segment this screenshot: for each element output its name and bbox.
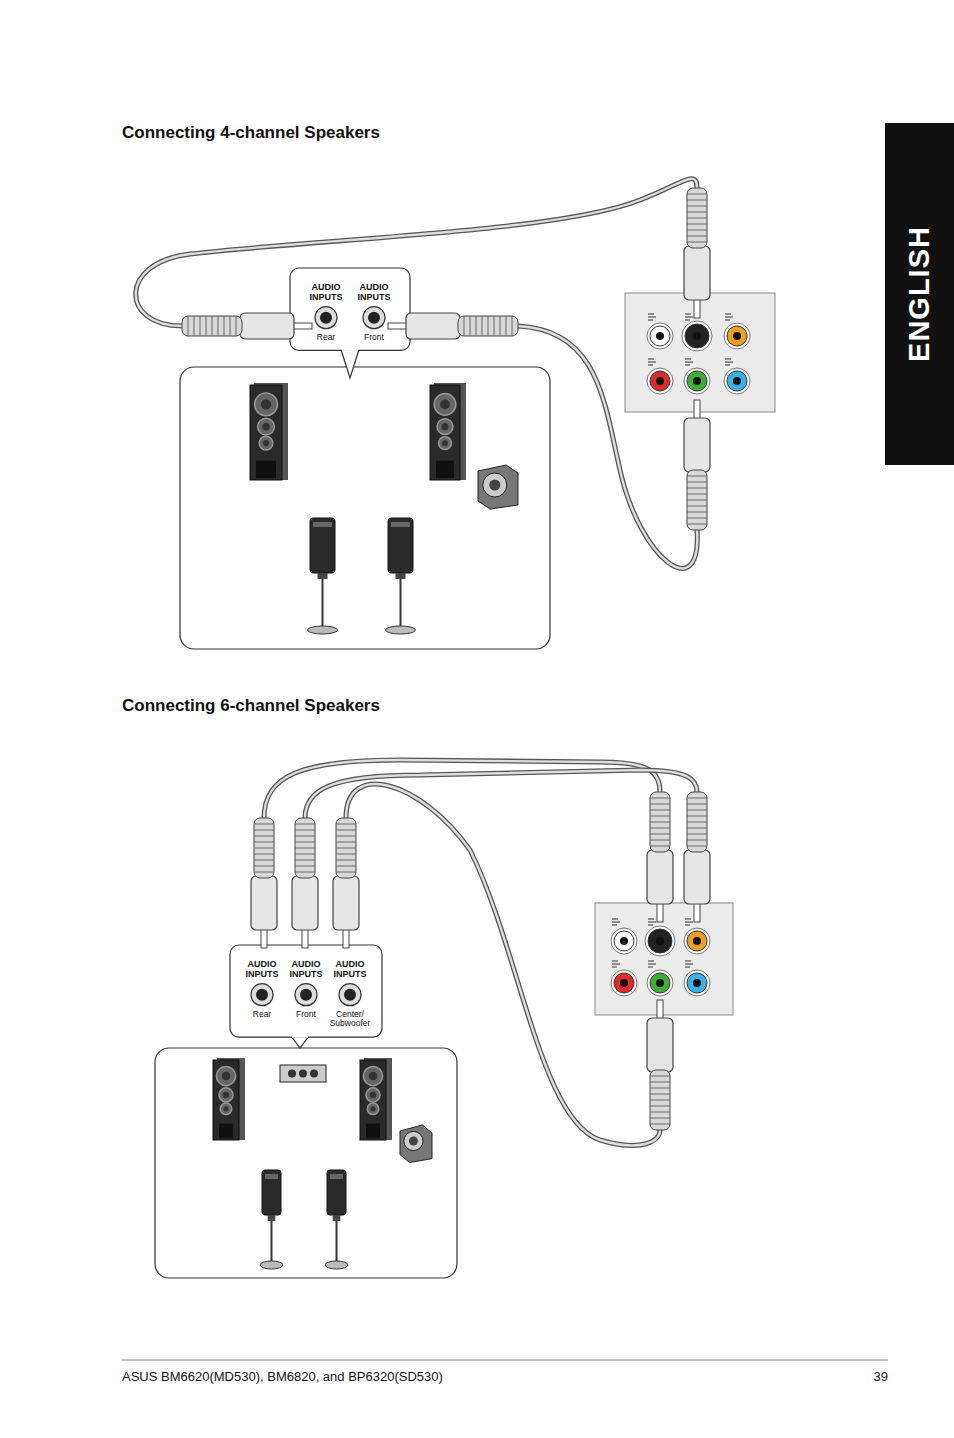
audio-jack bbox=[682, 314, 712, 351]
callout-box: AUDIO INPUTSAUDIO INPUTS Rear Front bbox=[290, 268, 410, 350]
tower-speaker bbox=[430, 383, 466, 480]
audio-jack bbox=[684, 919, 710, 954]
jack-label: Rear bbox=[317, 333, 335, 343]
jack-label: Center/ Subwoofer bbox=[328, 1010, 372, 1030]
callout-pointer bbox=[291, 1036, 309, 1048]
input-jacks bbox=[251, 307, 385, 1006]
tower-speaker bbox=[250, 383, 288, 480]
input-jack bbox=[295, 984, 317, 1006]
subwoofer bbox=[478, 465, 518, 509]
jack-heading: AUDIO INPUTS bbox=[302, 282, 350, 303]
plug bbox=[292, 818, 318, 948]
page-number: 39 bbox=[874, 1369, 888, 1384]
plug bbox=[388, 313, 518, 339]
plug bbox=[182, 313, 312, 339]
center-speaker bbox=[280, 1065, 326, 1082]
input-jack bbox=[320, 312, 332, 324]
callout-box: AUDIO INPUTSAUDIO INPUTSAUDIO INPUTSRear… bbox=[230, 945, 382, 1037]
plug bbox=[251, 818, 277, 948]
section-heading: Connecting 6-channel Speakers bbox=[122, 696, 380, 716]
jack-label: Front bbox=[364, 333, 384, 343]
tower-speaker bbox=[213, 1058, 245, 1140]
cable bbox=[305, 770, 697, 818]
callout-outline bbox=[230, 945, 382, 1037]
cable bbox=[136, 179, 697, 326]
audio-jack bbox=[647, 961, 673, 996]
plug bbox=[333, 818, 359, 948]
satellite-speaker bbox=[260, 1170, 283, 1269]
tower-speaker bbox=[360, 1058, 392, 1140]
plug bbox=[684, 792, 710, 922]
audio-jack bbox=[724, 359, 750, 394]
audio-plugs bbox=[182, 188, 710, 1130]
speaker-set-panel bbox=[155, 1048, 457, 1278]
jack-label: Front bbox=[296, 1010, 316, 1020]
language-tab-label: ENGLISH bbox=[903, 226, 936, 362]
input-jack bbox=[315, 307, 337, 329]
plug bbox=[647, 1000, 673, 1130]
jack-heading: AUDIO INPUTS bbox=[240, 959, 284, 980]
audio-jack bbox=[647, 359, 673, 394]
audio-jack bbox=[611, 961, 637, 996]
input-jack bbox=[256, 989, 268, 1001]
cable bbox=[305, 770, 697, 818]
plug bbox=[684, 188, 710, 318]
language-tab bbox=[885, 123, 954, 465]
jack-heading: AUDIO INPUTS bbox=[284, 959, 328, 980]
input-jack bbox=[251, 984, 273, 1006]
cable bbox=[136, 179, 697, 326]
jack-heading: AUDIO INPUTS bbox=[328, 959, 372, 980]
speakers bbox=[213, 383, 518, 1269]
audio-jack bbox=[611, 919, 637, 954]
audio-jack bbox=[647, 314, 673, 349]
audio-panel bbox=[595, 903, 733, 1015]
audio-panel bbox=[625, 293, 775, 412]
input-jack bbox=[300, 989, 312, 1001]
audio-jack bbox=[684, 961, 710, 996]
rear-audio-panels bbox=[595, 293, 775, 1015]
jack-heading: AUDIO INPUTS bbox=[350, 282, 398, 303]
satellite-speaker bbox=[386, 518, 416, 634]
subwoofer bbox=[400, 1125, 432, 1163]
input-jack bbox=[344, 989, 356, 1001]
input-jack bbox=[339, 984, 361, 1006]
input-jack bbox=[363, 307, 385, 329]
audio-jack bbox=[684, 359, 710, 394]
satellite-speaker bbox=[308, 518, 338, 634]
callout-outline bbox=[290, 268, 410, 350]
input-jack bbox=[368, 312, 380, 324]
plug bbox=[684, 400, 710, 530]
audio-jack bbox=[645, 919, 675, 956]
footer-text: ASUS BM6620(MD530), BM6820, and BP6320(S… bbox=[122, 1369, 443, 1384]
audio-jack bbox=[724, 314, 750, 349]
speaker-set-panel bbox=[180, 367, 550, 649]
plug bbox=[647, 792, 673, 922]
satellite-speaker bbox=[325, 1170, 348, 1269]
section-heading: Connecting 4-channel Speakers bbox=[122, 123, 380, 143]
footer-rule bbox=[122, 1360, 888, 1361]
jack-label: Rear bbox=[253, 1010, 271, 1020]
callout-shapes bbox=[230, 268, 410, 1048]
callout-pointer bbox=[341, 349, 359, 378]
